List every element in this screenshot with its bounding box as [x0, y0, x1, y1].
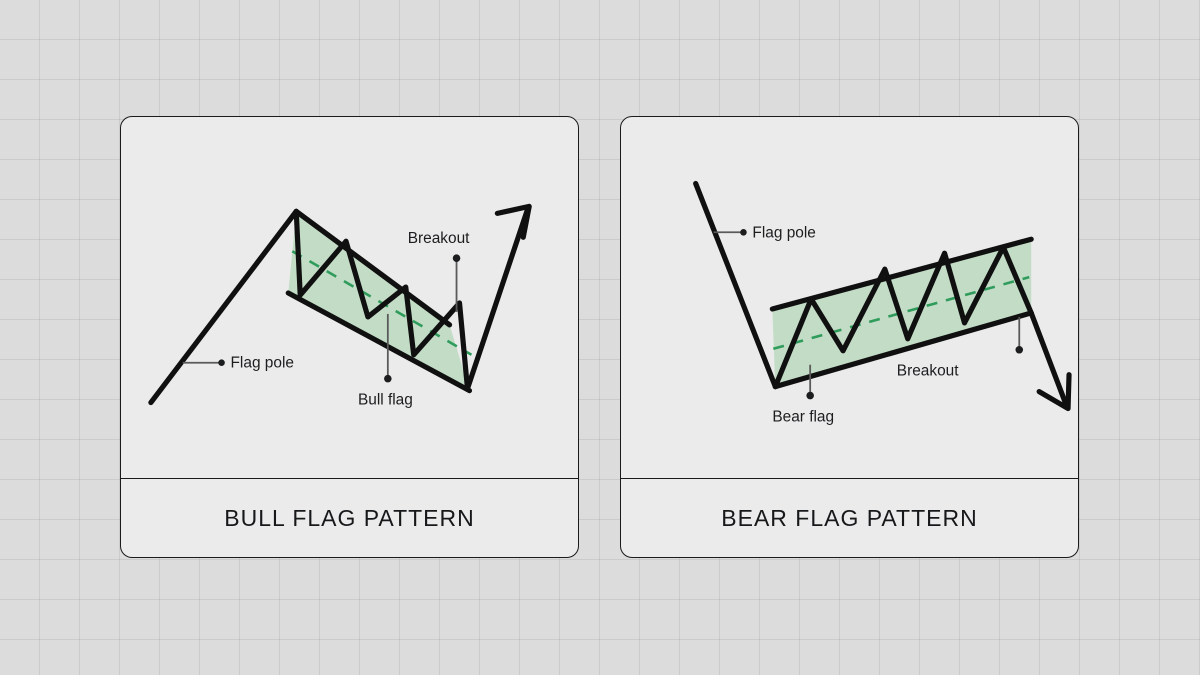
- bull-breakout-arrow-head: [494, 203, 532, 240]
- bear-channel-upper-line: [769, 236, 1034, 312]
- bear-annotation-breakout: Breakout: [897, 316, 1024, 380]
- bull-channel-lower-line: [285, 290, 473, 394]
- bull-annotation-breakout: Breakout: [408, 230, 470, 312]
- bear-flag-chart: Flag pole Bear flag Breakout: [693, 180, 1072, 425]
- bear-flag-pole-label: Flag pole: [752, 224, 815, 241]
- bear-flag-leader-dot: [806, 391, 814, 400]
- bull-channel-upper-line: [293, 208, 453, 328]
- bear-flag-panel: Flag pole Bear flag Breakout BEAR FLAG P…: [620, 116, 1079, 558]
- bear-channel-lower-line: [772, 310, 1034, 390]
- bull-breakout-arrow-shaft: [464, 207, 530, 392]
- bull-flag-panel: Flag pole Bull flag Breakout BULL FLAG P…: [120, 116, 579, 558]
- bull-flag-chart: Flag pole Bull flag Breakout: [148, 203, 532, 409]
- bear-breakout-arrow-head: [1036, 372, 1072, 412]
- bull-flag-pole-line: [148, 208, 299, 406]
- flag-pole-leader-dot: [218, 359, 225, 367]
- bear-breakout-label: Breakout: [897, 363, 959, 380]
- flag-pole-leader-dot: [740, 228, 747, 236]
- bull-annotation-flag-pole: Flag pole: [182, 355, 294, 372]
- bear-price-zigzag: [772, 244, 1034, 390]
- bear-panel-divider: [621, 478, 1078, 479]
- bull-price-zigzag: [293, 208, 471, 392]
- bear-flag-body-label: Bear flag: [772, 408, 834, 425]
- bull-flag-leader-dot: [384, 374, 392, 383]
- bull-flag-pole-label: Flag pole: [231, 355, 294, 372]
- bear-flag-pole-line: [693, 180, 778, 390]
- bull-flag-body-label: Bull flag: [358, 392, 413, 409]
- bear-breakout-leader-dot: [1015, 345, 1024, 354]
- bull-panel-divider: [121, 478, 578, 479]
- bear-panel-caption: BEAR FLAG PATTERN: [721, 504, 978, 531]
- bear-breakout-arrow-shaft: [1028, 310, 1069, 408]
- bull-annotation-flag-body: Bull flag: [358, 313, 413, 409]
- bull-breakout-leader-dot: [452, 254, 461, 262]
- bull-panel-caption: BULL FLAG PATTERN: [224, 504, 475, 531]
- bear-annotation-flag-body: Bear flag: [772, 364, 834, 425]
- bear-trend-dashed-line: [772, 275, 1030, 351]
- bull-breakout-label: Breakout: [408, 230, 470, 247]
- bear-annotation-flag-pole: Flag pole: [713, 224, 816, 241]
